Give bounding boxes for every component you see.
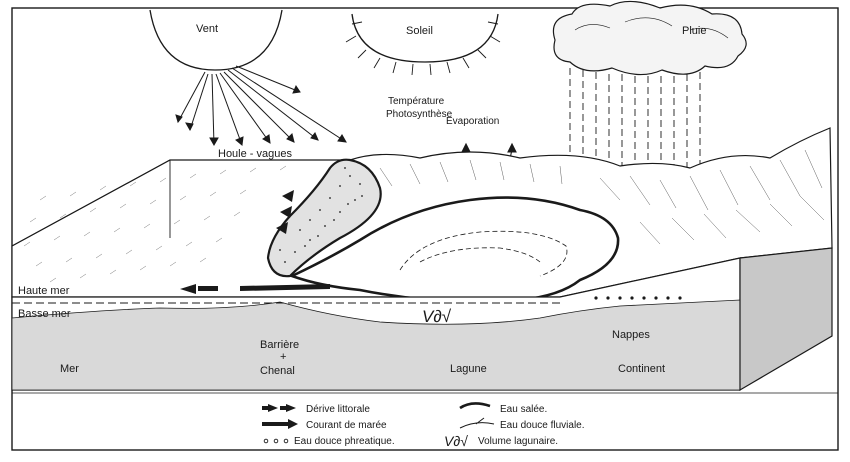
legend-lagoon-volume-symbol: V∂√ — [444, 433, 468, 449]
sun-label: Soleil — [406, 25, 433, 37]
evaporation-label: Evaporation — [446, 116, 499, 127]
legend-lagoon-volume: Volume lagunaire. — [478, 436, 558, 447]
photosynthesis-label: Photosynthèse — [386, 109, 453, 120]
barrier-plus-label: + — [280, 351, 286, 363]
lagoon-label: Lagune — [450, 363, 487, 375]
legend-salt-water: Eau salée. — [500, 404, 547, 415]
sea-label: Mer — [60, 363, 79, 375]
barrier-label: Barrière — [260, 339, 299, 351]
continent-label: Continent — [618, 363, 665, 375]
legend-phreatic-freshwater: Eau douce phreatique. — [294, 436, 395, 447]
rain-label: Pluie — [682, 25, 706, 37]
high-tide-label: Haute mer — [18, 285, 70, 297]
temperature-label: Température — [388, 96, 445, 107]
channel-label: Chenal — [260, 365, 295, 377]
legend-littoral-drift: Dérive littorale — [306, 404, 370, 415]
swell-label: Houle - vagues — [218, 148, 292, 160]
wind-label: Vent — [196, 23, 218, 35]
low-tide-label: Basse mer — [18, 308, 71, 320]
lagoon-volume-symbol: V∂√ — [422, 307, 452, 326]
legend-tidal-current: Courant de marée — [306, 420, 387, 431]
legend-river-freshwater: Eau douce fluviale. — [500, 420, 585, 431]
groundwater-label: Nappes — [612, 329, 650, 341]
